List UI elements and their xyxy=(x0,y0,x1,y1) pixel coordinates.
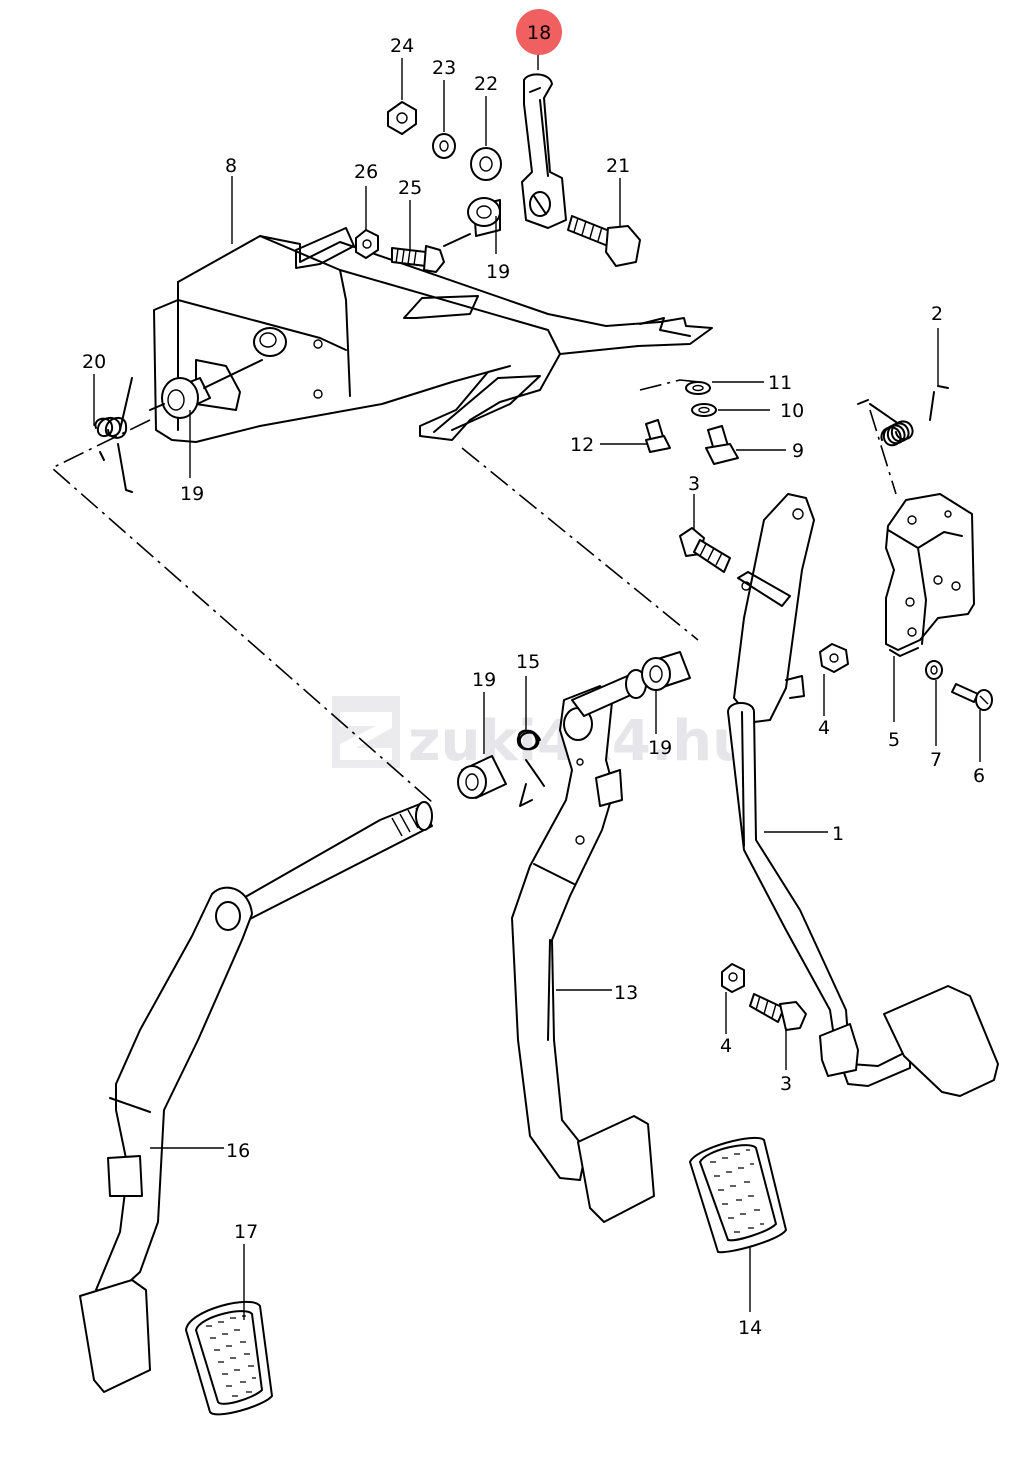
nut-4-upper xyxy=(819,643,849,673)
return-spring-right xyxy=(880,420,914,447)
pedal-pad-17 xyxy=(185,1300,273,1416)
label-1: 1 xyxy=(832,823,844,845)
label-19-right: 19 xyxy=(648,737,672,759)
label-8: 8 xyxy=(225,155,237,177)
watermark: zuki4x4.hu xyxy=(332,696,752,774)
label-12: 12 xyxy=(570,434,594,456)
screw-6 xyxy=(951,683,993,711)
label-7: 7 xyxy=(930,749,942,771)
washer-10 xyxy=(691,403,717,417)
label-14: 14 xyxy=(738,1317,762,1339)
bushing-center-right xyxy=(641,651,691,691)
label-15: 15 xyxy=(516,651,540,673)
spring-15 xyxy=(516,729,545,807)
label-9: 9 xyxy=(792,440,804,462)
washer-11 xyxy=(685,381,711,395)
assembly-lines xyxy=(50,379,897,803)
bolt-9 xyxy=(705,425,739,465)
watermark-logo xyxy=(332,696,400,768)
bushing-top xyxy=(443,197,501,247)
top-fasteners xyxy=(355,101,502,273)
brake-pedal-13 xyxy=(511,669,655,1223)
label-20: 20 xyxy=(82,351,106,373)
washer-7 xyxy=(925,660,943,680)
label-4-lower: 4 xyxy=(720,1035,732,1057)
label-18: 18 xyxy=(527,22,551,44)
pedal-bracket xyxy=(153,227,713,443)
bolt-3-upper xyxy=(679,527,731,573)
label-13: 13 xyxy=(614,982,638,1004)
highlight-marker xyxy=(516,9,562,55)
label-19-left: 19 xyxy=(180,483,204,505)
label-10: 10 xyxy=(780,400,804,422)
switch-bracket-5 xyxy=(857,385,975,657)
label-21: 21 xyxy=(606,155,630,177)
label-3-lower: 3 xyxy=(780,1073,792,1095)
fasteners-9-12 xyxy=(645,381,739,465)
bushing-left xyxy=(149,359,263,419)
label-22: 22 xyxy=(474,73,498,95)
washer-23 xyxy=(432,133,456,159)
label-25: 25 xyxy=(398,177,422,199)
lever-18 xyxy=(521,73,567,229)
return-spring-left xyxy=(94,377,133,493)
label-16: 16 xyxy=(226,1140,250,1162)
label-5: 5 xyxy=(888,729,900,751)
part-labels: 1 2 3 3 4 4 5 6 7 8 9 10 11 12 13 14 15 … xyxy=(82,22,985,1339)
watermark-logo-mark xyxy=(340,712,392,760)
bushing-center-left xyxy=(457,755,507,799)
nut-24 xyxy=(387,101,417,135)
label-3-upper: 3 xyxy=(688,473,700,495)
bolt-3-lower xyxy=(749,993,807,1031)
nut-4-lower xyxy=(721,963,745,993)
fasteners-6-7 xyxy=(925,660,993,711)
label-23: 23 xyxy=(432,57,456,79)
fasteners-lower-right xyxy=(721,643,849,1031)
label-11: 11 xyxy=(768,372,792,394)
washer-22 xyxy=(470,147,502,181)
pedal-pad-14 xyxy=(689,1136,787,1254)
label-2: 2 xyxy=(931,303,943,325)
label-6: 6 xyxy=(973,765,985,787)
clutch-pedal-16 xyxy=(79,801,433,1393)
label-4-upper: 4 xyxy=(818,717,830,739)
label-24: 24 xyxy=(390,35,414,57)
bolt-12 xyxy=(645,419,671,453)
label-26: 26 xyxy=(354,161,378,183)
label-19-top: 19 xyxy=(486,261,510,283)
bolt-21 xyxy=(567,215,641,267)
pedal-arm-1 xyxy=(727,493,999,1097)
label-19-center: 19 xyxy=(472,669,496,691)
bolt-25 xyxy=(391,245,445,273)
label-17: 17 xyxy=(234,1221,258,1243)
leader-lines xyxy=(93,44,981,1320)
